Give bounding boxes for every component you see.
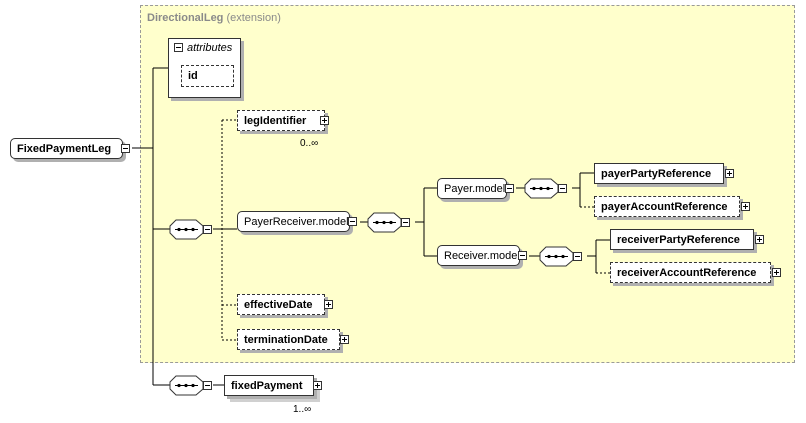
expand-icon[interactable] (772, 268, 781, 277)
group-collapse-icon[interactable] (348, 217, 357, 226)
expand-icon[interactable] (725, 169, 734, 178)
element-receiveraccountreference[interactable]: receiverAccountReference (610, 262, 771, 283)
element-effectivedate[interactable]: effectiveDate (237, 294, 325, 315)
element-payerpartyreference[interactable]: payerPartyReference (594, 163, 724, 184)
root-collapse-icon[interactable] (121, 144, 130, 153)
group-label: Receiver.model (444, 249, 520, 262)
group-collapse-icon[interactable] (505, 184, 514, 193)
element-label: payerPartyReference (601, 167, 712, 180)
sequence-collapse-icon[interactable] (558, 184, 567, 193)
element-label: terminationDate (244, 333, 328, 346)
element-label: payerAccountReference (601, 200, 728, 213)
expand-icon[interactable] (755, 235, 764, 244)
expand-icon[interactable] (741, 202, 750, 211)
element-label: fixedPayment (231, 379, 303, 392)
element-terminationdate[interactable]: terminationDate (237, 329, 340, 350)
sequence-collapse-icon[interactable] (203, 381, 212, 390)
expand-icon[interactable] (313, 381, 322, 390)
expand-icon[interactable] (340, 335, 349, 344)
expand-icon[interactable] (324, 300, 333, 309)
sequence-collapse-icon[interactable] (401, 218, 410, 227)
element-legidentifier[interactable]: legIdentifier (237, 110, 325, 131)
element-label: legIdentifier (244, 114, 307, 127)
attribute-id-label: id (188, 70, 198, 82)
attributes-collapse-icon[interactable] (174, 43, 183, 52)
group-label: Payer.model (444, 182, 506, 195)
attributes-label: attributes (187, 42, 233, 54)
group-payerreceiver-model[interactable]: PayerReceiver.model (237, 211, 350, 232)
element-label: effectiveDate (244, 298, 313, 311)
sequence-collapse-icon[interactable] (573, 252, 582, 261)
occurrence-label: 0..∞ (300, 138, 319, 149)
group-label: PayerReceiver.model (244, 215, 349, 228)
extension-name: DirectionalLeg (147, 12, 224, 24)
root-element-label: FixedPaymentLeg (17, 142, 112, 155)
extension-note: (extension) (226, 12, 281, 24)
element-fixedpayment[interactable]: fixedPayment (224, 375, 314, 396)
element-payeraccountreference[interactable]: payerAccountReference (594, 196, 740, 217)
group-receiver-model[interactable]: Receiver.model (437, 245, 520, 266)
extension-title: DirectionalLeg (extension) (147, 12, 281, 24)
sequence-collapse-icon[interactable] (203, 225, 212, 234)
occurrence-label: 1..∞ (293, 404, 312, 415)
group-collapse-icon[interactable] (518, 251, 527, 260)
root-element-fixedpaymentleg[interactable]: FixedPaymentLeg (10, 138, 123, 159)
expand-icon[interactable] (320, 116, 329, 125)
attribute-id[interactable]: id (181, 65, 234, 87)
element-label: receiverPartyReference (617, 233, 740, 246)
element-label: receiverAccountReference (617, 266, 757, 279)
group-payer-model[interactable]: Payer.model (437, 178, 507, 199)
element-receiverpartyreference[interactable]: receiverPartyReference (610, 229, 754, 250)
